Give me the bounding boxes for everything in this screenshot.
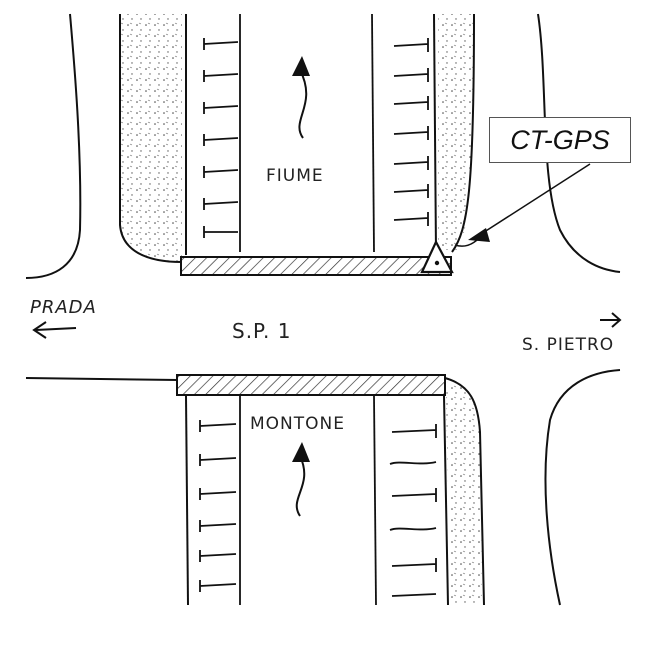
upper-flow-arrow bbox=[298, 69, 308, 139]
lower-river-label: MONTONE bbox=[250, 414, 345, 434]
upper-right-rungs bbox=[393, 38, 429, 226]
ct-gps-leader-line bbox=[477, 163, 591, 237]
ct-gps-station-marker bbox=[420, 239, 454, 274]
upper-river-label: FIUME bbox=[266, 166, 324, 186]
upper-right-bank-line bbox=[451, 13, 475, 253]
upper-right-bank-vegetation bbox=[438, 14, 474, 250]
lower-channel-wall-1 bbox=[185, 395, 189, 606]
lower-flow-arrow bbox=[295, 455, 306, 517]
east-direction-arrow bbox=[600, 312, 622, 328]
lower-flow-arrowhead bbox=[292, 442, 310, 462]
lower-left-rungs bbox=[199, 420, 237, 592]
ct-gps-label-text: CT-GPS bbox=[510, 124, 610, 155]
upper-channel-wall-3 bbox=[371, 13, 375, 253]
ct-gps-label-box: CT-GPS bbox=[489, 117, 631, 163]
upper-channel-wall-4 bbox=[433, 13, 437, 253]
lower-channel-wall-3 bbox=[373, 395, 377, 606]
lower-bridge bbox=[176, 374, 446, 396]
upper-left-bank-line bbox=[119, 14, 183, 263]
block-outline-upper-right bbox=[537, 13, 621, 273]
block-outline-upper-left bbox=[25, 13, 82, 279]
east-destination-label: S. PIETRO bbox=[522, 335, 614, 355]
west-direction-arrow bbox=[32, 321, 77, 339]
lower-right-bank-vegetation bbox=[446, 380, 482, 605]
road-label: S.P. 1 bbox=[232, 319, 291, 343]
lower-channel-wall-4 bbox=[443, 395, 449, 606]
lower-right-bank-line bbox=[444, 377, 485, 606]
upper-left-rungs bbox=[203, 38, 239, 238]
road-edge-lower-left bbox=[25, 377, 179, 381]
block-outline-lower-right bbox=[544, 369, 621, 606]
west-destination-label: PRADA bbox=[30, 297, 97, 318]
ct-gps-leader-arrowhead bbox=[468, 228, 490, 242]
upper-bridge bbox=[180, 256, 452, 276]
upper-flow-arrowhead bbox=[292, 56, 310, 76]
lower-right-rungs bbox=[389, 424, 437, 597]
upper-left-bank-vegetation bbox=[120, 14, 182, 262]
